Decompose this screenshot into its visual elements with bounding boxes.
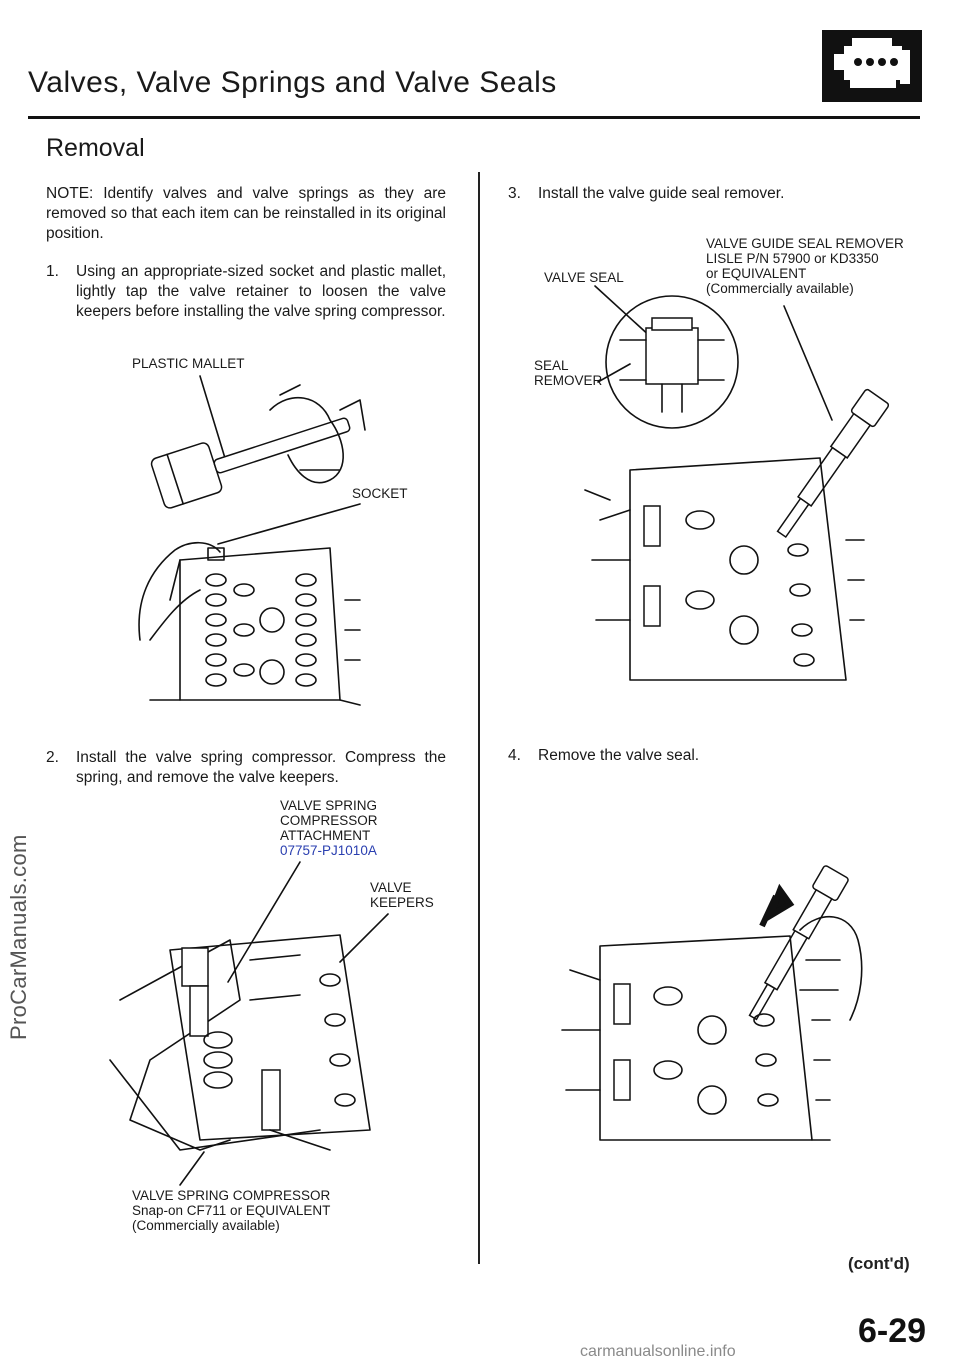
label-seal-remover: SEAL REMOVER [534, 358, 603, 388]
step-3-text: Install the valve guide seal remover. [538, 185, 785, 202]
step-4: 4. Remove the valve seal. [508, 746, 908, 770]
step-1: 1. Using an appropriate-sized socket and… [46, 262, 446, 342]
column-divider [478, 172, 480, 1264]
label-plastic-mallet: PLASTIC MALLET [132, 356, 245, 371]
section-heading: Removal [46, 134, 145, 162]
step-2-number: 2. [46, 749, 59, 766]
label-socket: SOCKET [352, 486, 408, 501]
title-rule [28, 116, 920, 119]
label-valve-spring-compressor: VALVE SPRING COMPRESSOR Snap-on CF711 or… [132, 1188, 331, 1233]
step-1-number: 1. [46, 263, 59, 280]
page-title: Valves, Valve Springs and Valve Seals [28, 66, 557, 99]
label-valve-seal: VALVE SEAL [544, 270, 624, 285]
attachment-part-number: 07757-PJ1010A [280, 843, 377, 858]
step-3-number: 3. [508, 185, 521, 202]
step-4-number: 4. [508, 747, 521, 764]
label-valve-guide-seal-remover: VALVE GUIDE SEAL REMOVER LISLE P/N 57900… [706, 236, 904, 296]
continued-marker: (cont'd) [848, 1254, 910, 1273]
label-spring-compressor-attachment: VALVE SPRING COMPRESSOR ATTACHMENT 07757… [280, 798, 378, 858]
step-2: 2. Install the valve spring compressor. … [46, 748, 446, 788]
bottom-watermark: carmanualsonline.info [580, 1343, 736, 1360]
step-1-text: Using an appropriate-sized socket and pl… [76, 263, 446, 320]
label-valve-keepers: VALVE KEEPERS [370, 880, 434, 910]
engine-icon [822, 30, 922, 102]
step-2-text: Install the valve spring compressor. Com… [76, 749, 446, 786]
step-4-text: Remove the valve seal. [538, 747, 700, 764]
step-3: 3. Install the valve guide seal remover. [508, 184, 908, 208]
note-text: NOTE: Identify valves and valve springs … [46, 185, 446, 242]
page-number: 6-29 [858, 1312, 927, 1350]
